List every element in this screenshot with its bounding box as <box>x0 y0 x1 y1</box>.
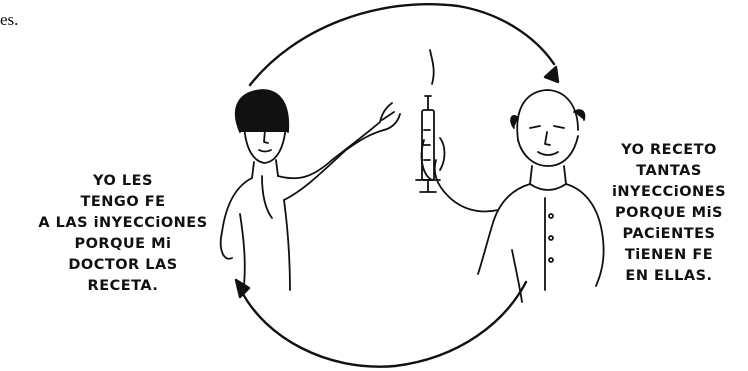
cycle-arrow-bottom <box>242 282 526 367</box>
arrowhead-icon <box>545 67 558 82</box>
arrowhead-icon <box>236 280 249 297</box>
cycle-arrow-top <box>250 4 554 85</box>
patient-figure <box>221 90 400 290</box>
doctor-figure <box>422 90 604 302</box>
syringe-icon <box>416 50 440 192</box>
